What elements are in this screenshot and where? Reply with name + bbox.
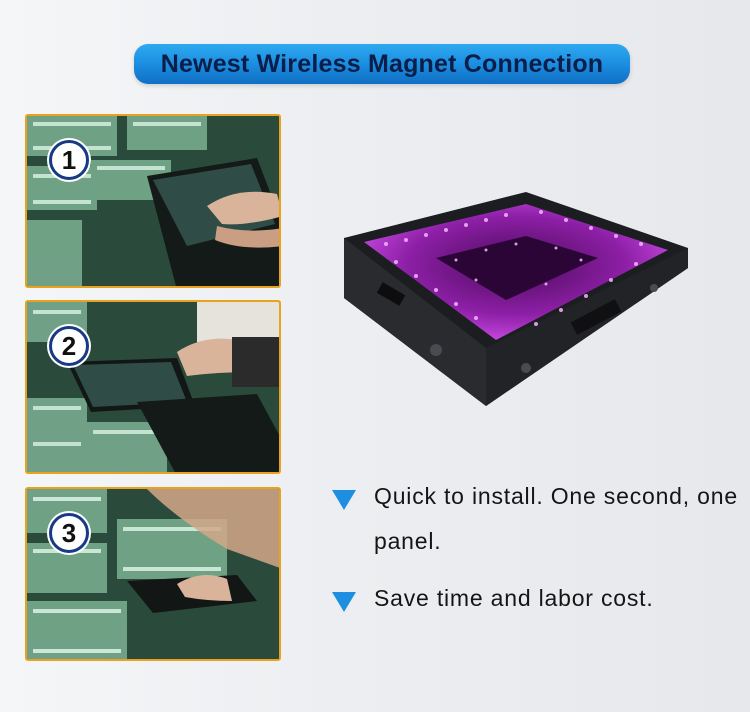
step-photo-3: 3 xyxy=(25,487,281,661)
step-number: 2 xyxy=(61,330,77,361)
step-photo-1: 1 xyxy=(25,114,281,288)
step-number: 3 xyxy=(61,517,77,548)
infinity-led-panel xyxy=(344,192,688,406)
step-number: 1 xyxy=(61,144,77,175)
step-badge-3: 3 xyxy=(49,513,89,553)
banner-title: Newest Wireless Magnet Connection xyxy=(160,49,604,78)
feature-item-2: Save time and labor cost. xyxy=(332,585,750,621)
install-scene-1 xyxy=(27,116,279,286)
step-badge-1: 1 xyxy=(49,140,89,180)
install-scene-3 xyxy=(27,489,279,659)
triangle-down-icon xyxy=(332,592,356,612)
step-photo-2: 2 xyxy=(25,300,281,474)
title-banner: Newest Wireless Magnet Connection xyxy=(134,44,630,84)
feature-item-1: Quick to install. One second, one panel. xyxy=(332,483,750,564)
led-panel-image xyxy=(336,188,696,408)
feature-text: Save time and labor cost. xyxy=(374,585,654,611)
led-dots xyxy=(384,210,643,326)
feature-text: Quick to install. One second, one panel. xyxy=(374,483,738,554)
step-badge-2: 2 xyxy=(49,326,89,366)
triangle-down-icon xyxy=(332,490,356,510)
